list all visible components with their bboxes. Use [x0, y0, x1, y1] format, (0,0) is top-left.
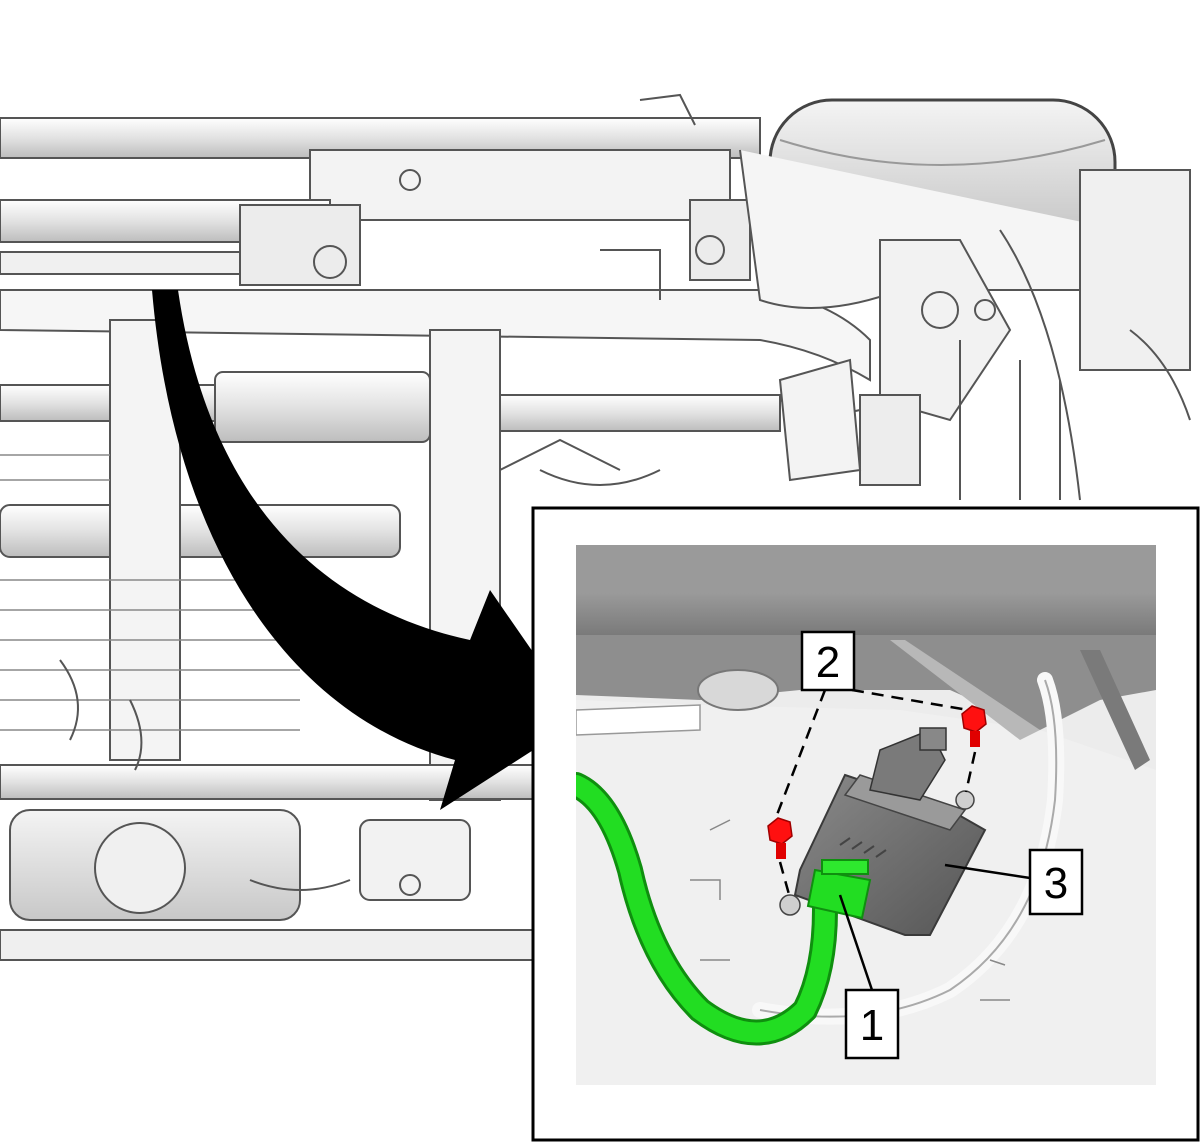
fasteners	[767, 705, 987, 859]
callout-2: 2	[800, 630, 856, 692]
fastener-left	[767, 817, 793, 859]
detail-inset: 2 3 1	[531, 506, 1200, 1142]
svg-text:1: 1	[860, 1001, 884, 1050]
svg-text:3: 3	[1044, 859, 1068, 908]
vehicle-underbody	[0, 93, 1191, 961]
svg-text:2: 2	[816, 638, 840, 687]
curved-arrow-icon	[152, 290, 580, 810]
callout-3: 3	[1028, 848, 1084, 916]
wiring-harness	[576, 772, 872, 1046]
fastener-right	[961, 705, 987, 747]
leader-lines	[773, 688, 1031, 991]
callout-1: 1	[844, 988, 900, 1060]
